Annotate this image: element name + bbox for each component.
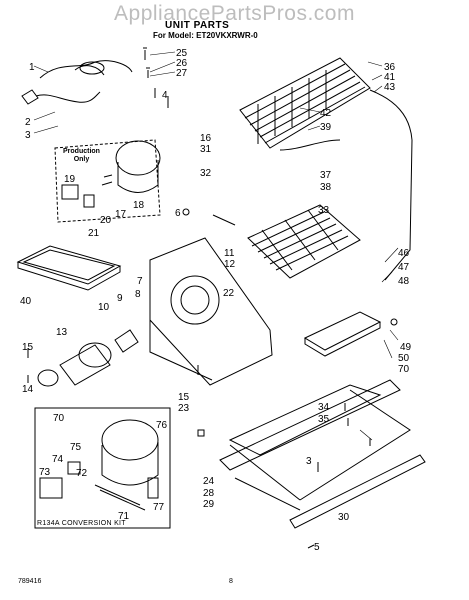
callout-36: 36: [384, 62, 396, 73]
callout-34: 34: [318, 402, 330, 413]
callout-22: 22: [223, 288, 235, 299]
conversion-kit: [34, 407, 171, 529]
callout-48: 49: [400, 342, 412, 353]
drain-pan: [16, 245, 122, 291]
callout-4: 4: [162, 90, 168, 101]
evaporator-coil: [247, 204, 361, 279]
footer-code: 789416: [18, 578, 42, 585]
callout-75: 74: [52, 454, 64, 465]
condenser-coil: [239, 57, 413, 281]
callout-39: 39: [320, 122, 332, 133]
callout-77: 77: [153, 502, 165, 513]
callout-12: 12: [224, 259, 236, 270]
callout-45: 46: [398, 248, 410, 259]
diagram-title: UNIT PARTS: [165, 20, 230, 31]
callout-17: 17: [115, 209, 127, 220]
callout-19: 19: [64, 174, 76, 185]
callout-20: 20: [100, 215, 112, 226]
callout-25: 25: [176, 48, 188, 59]
power-cord: [21, 60, 133, 105]
callout-40: 40: [20, 296, 32, 307]
fasteners: [27, 47, 398, 549]
callout-49: 50: [398, 353, 410, 364]
callout-71: 71: [118, 511, 130, 522]
callout-15a: 15: [22, 342, 34, 353]
callout-21: 21: [88, 228, 100, 239]
production-only-label: Production Only: [63, 148, 100, 163]
callout-41: 41: [384, 72, 396, 83]
callout-74: 75: [70, 442, 82, 453]
callout-28: 28: [203, 488, 215, 499]
callout-16: 16: [200, 133, 212, 144]
callout-37: 37: [320, 170, 332, 181]
drain-tube-bracket: [303, 311, 382, 357]
callout-24: 24: [203, 476, 215, 487]
callout-42: 42: [320, 108, 332, 119]
callout-70: 70: [53, 413, 65, 424]
callout-29: 29: [203, 499, 215, 510]
callout-8: 8: [135, 289, 141, 300]
callout-14: 14: [22, 384, 34, 395]
callout-15b: 15: [178, 392, 190, 403]
callout-73: 73: [39, 467, 51, 478]
callout-1: 1: [29, 62, 35, 73]
model-number: For Model: ET20VKXRWR-0: [153, 31, 258, 40]
callout-76: 76: [156, 420, 168, 431]
callout-10: 10: [98, 302, 110, 313]
callout-35: 35: [318, 414, 330, 425]
callout-18: 18: [133, 200, 145, 211]
callout-46: 47: [398, 262, 410, 273]
callout-3: 3: [25, 130, 31, 141]
callout-2: 2: [25, 117, 31, 128]
fan-shroud: [149, 237, 273, 386]
callout-50: 70: [398, 364, 410, 375]
callout-23: 23: [178, 403, 190, 414]
page-number: 8: [229, 578, 233, 585]
callout-5: 5: [314, 542, 320, 553]
callout-38: 38: [320, 182, 332, 193]
callout-72: 72: [76, 468, 88, 479]
callout-6: 6: [175, 208, 181, 219]
callout-43: 43: [384, 82, 396, 93]
callout-31: 31: [200, 144, 212, 155]
base-frame: [219, 379, 426, 529]
callout-32: 32: [200, 168, 212, 179]
callout-numbers: 1 2 3 4 25 26 27 36 41 43 42 39 16 31 32…: [20, 48, 412, 553]
callout-11: 11: [224, 248, 235, 259]
callout-9: 9: [117, 293, 123, 304]
leader-lines: [33, 51, 399, 441]
callout-26: 26: [176, 58, 188, 69]
callout-27: 27: [176, 68, 188, 79]
watermark: AppliancePartsPros.com: [114, 2, 355, 25]
callout-47: 48: [398, 276, 410, 287]
callout-3b: 3: [306, 456, 312, 467]
production-compressor: [54, 139, 161, 223]
callout-30: 30: [338, 512, 350, 523]
fan-motor: [37, 329, 139, 387]
callout-7: 7: [137, 276, 143, 287]
conversion-kit-label: R134A CONVERSION KIT: [37, 520, 126, 527]
callout-13: 13: [56, 327, 68, 338]
callout-33: 33: [318, 205, 330, 216]
